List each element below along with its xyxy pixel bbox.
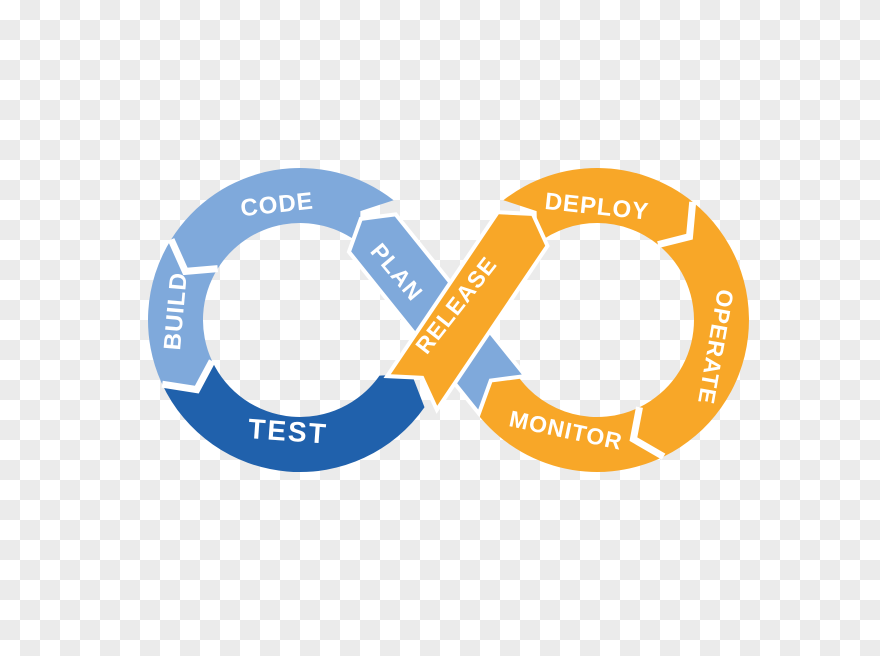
crossing-ribbons (346, 210, 550, 418)
release-ribbon (390, 214, 546, 406)
gap-chevron-1 (161, 359, 216, 394)
code-arc-segment (171, 167, 394, 272)
monitor-arc-segment (472, 374, 664, 472)
gap-chevron-2 (657, 201, 697, 248)
operate-arc-segment (633, 201, 749, 457)
loop-ring-segments (148, 167, 749, 473)
gap-chevron-3 (629, 406, 666, 460)
test-label: TEST (247, 413, 329, 449)
deploy-arc-segment (503, 167, 693, 245)
segment-gap-chevrons (161, 201, 697, 460)
build-arc-segment (148, 239, 218, 390)
test-arc-segment (162, 361, 425, 473)
gap-chevron-0 (167, 238, 219, 276)
